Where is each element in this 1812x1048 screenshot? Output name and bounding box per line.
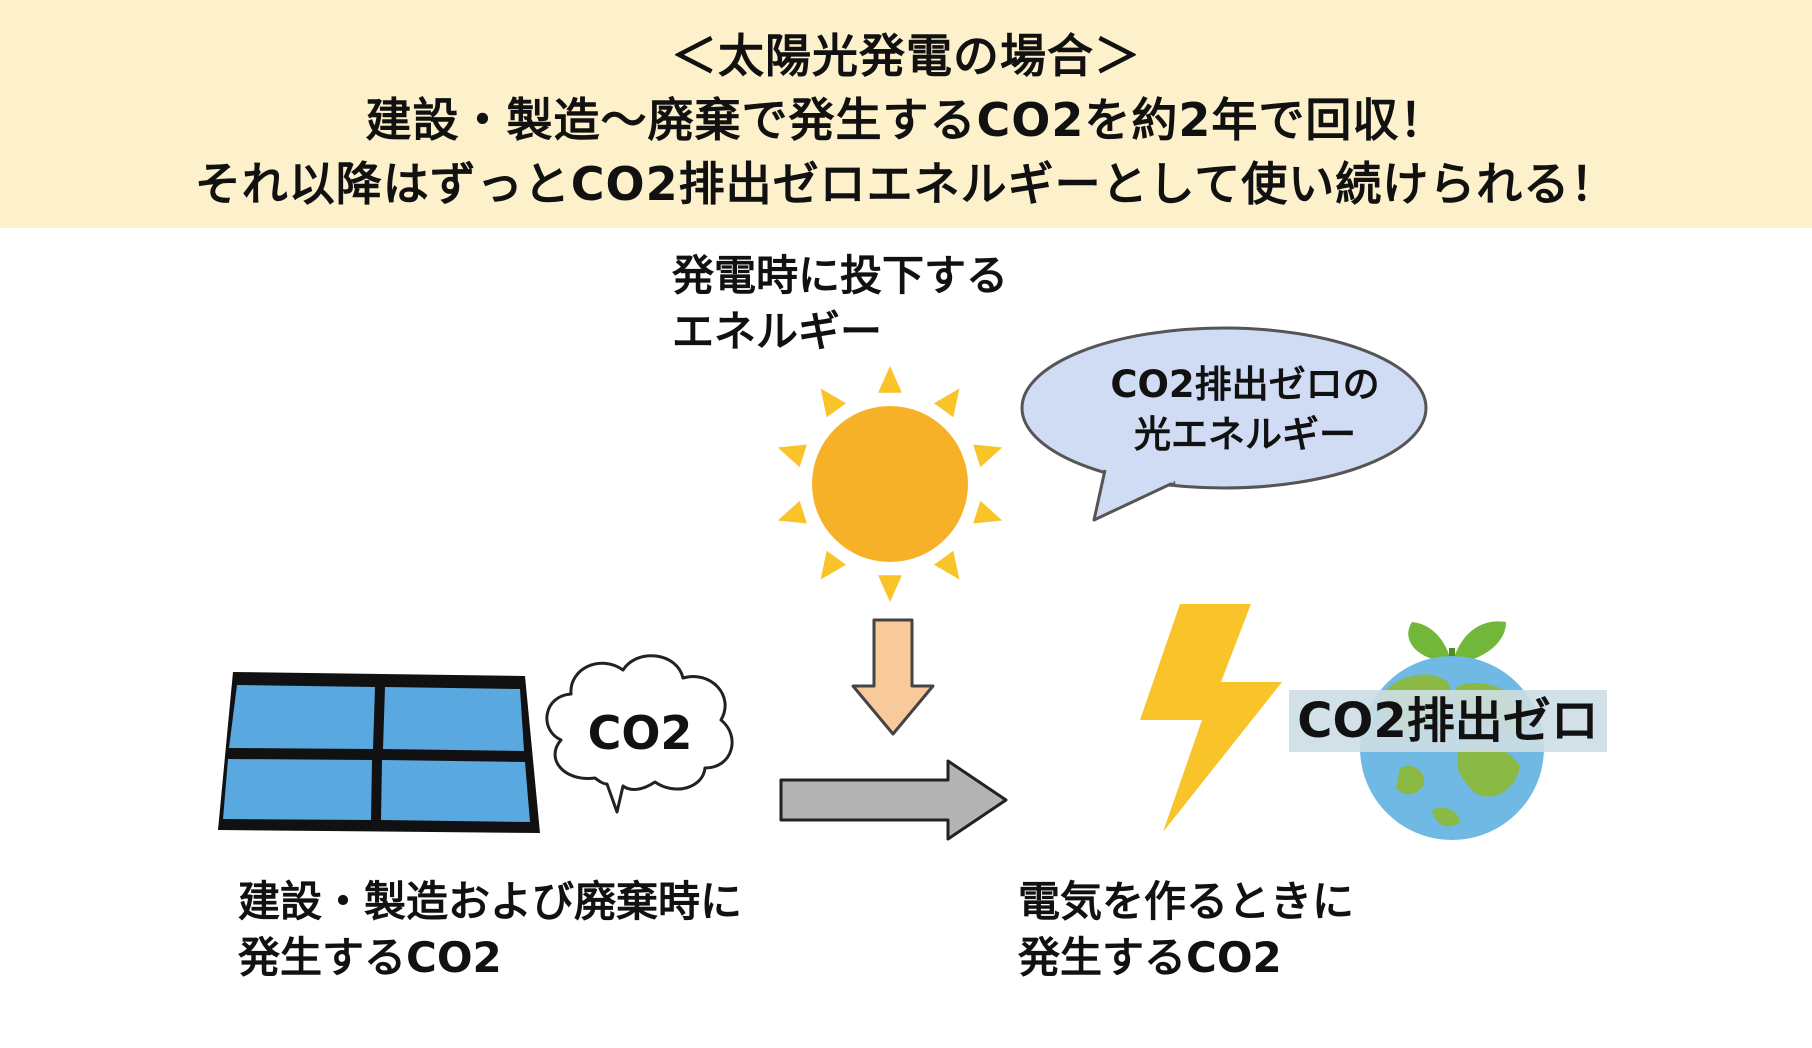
sun-ray	[777, 500, 807, 524]
speech-bubble-line1: CO2排出ゼロの	[1110, 363, 1380, 406]
speech-bubble-line2: 光エネルギー	[1134, 413, 1356, 456]
left-caption-line1: 建設・製造および廃棄時に	[238, 877, 743, 926]
sun-ray	[878, 366, 902, 393]
sun-caption-line1: 発電時に投下する	[672, 251, 1009, 300]
sun-ray	[777, 444, 807, 468]
sun-icon	[777, 366, 1003, 602]
sun-ray	[878, 575, 902, 602]
panel-cell	[383, 687, 524, 751]
co2-cloud-label: CO2	[587, 706, 693, 760]
panel-cell	[223, 759, 372, 820]
sun-ray	[973, 444, 1003, 468]
speech-bubble-text: CO2排出ゼロの 光エネルギー	[1040, 360, 1450, 460]
sun-caption: 発電時に投下する エネルギー	[672, 248, 1008, 360]
right-caption-line1: 電気を作るときに	[1018, 877, 1355, 926]
header-title: ＜太陽光発電の場合＞	[671, 29, 1141, 83]
speech-bubble	[1020, 326, 1428, 522]
sun-ray	[820, 388, 846, 418]
left-caption: 建設・製造および廃棄時に 発生するCO2	[238, 874, 742, 986]
sun-caption-line2: エネルギー	[672, 307, 883, 356]
panel-cell	[229, 685, 375, 749]
header-tagline: それ以降はずっとCO2排出ゼロエネルギーとして使い続けられる！	[194, 157, 1618, 211]
lightning-icon	[1140, 604, 1282, 832]
sun-ray	[934, 388, 960, 418]
header-subtitle: 建設・製造〜廃棄で発生するCO2を約2年で回収！	[365, 93, 1447, 147]
sun-ray	[820, 550, 846, 580]
co2-cloud-icon	[545, 654, 734, 814]
header-banner: ＜太陽光発電の場合＞ 建設・製造〜廃棄で発生するCO2を約2年で回収！ それ以降…	[0, 0, 1812, 228]
right-caption-line2: 発生するCO2	[1018, 933, 1282, 982]
down-arrow-icon	[851, 618, 935, 736]
panel-cell	[381, 760, 530, 822]
solar-panel-icon	[218, 672, 540, 833]
right-caption: 電気を作るときに 発生するCO2	[1018, 874, 1354, 986]
sun-ray	[934, 550, 960, 580]
left-caption-line2: 発生するCO2	[238, 933, 502, 982]
sun-ray	[973, 500, 1003, 524]
right-arrow-icon	[779, 759, 1008, 841]
co2-zero-label: CO2排出ゼロ	[1289, 690, 1607, 752]
